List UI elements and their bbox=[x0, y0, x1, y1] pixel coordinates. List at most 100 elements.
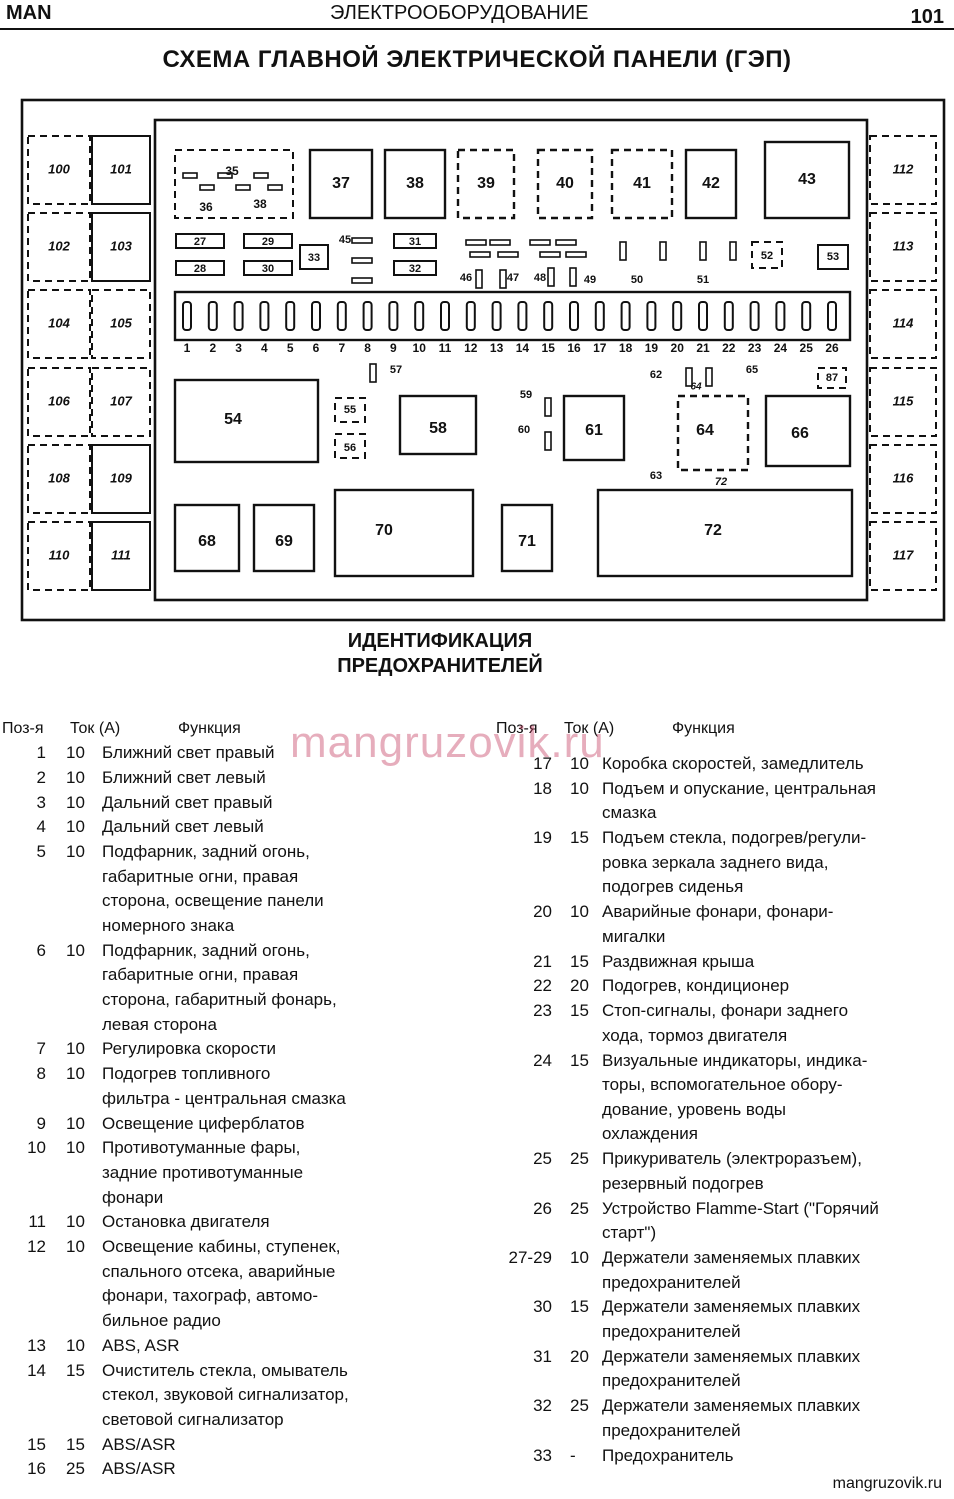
fuse-position: 27-29 bbox=[508, 1248, 552, 1267]
small-label: 65 bbox=[746, 364, 758, 376]
fuse-number: 21 bbox=[696, 341, 710, 355]
right-col-current-header: Ток (А) bbox=[564, 720, 615, 737]
fuse-position: 26 bbox=[533, 1198, 552, 1218]
fuse-number: 8 bbox=[364, 341, 371, 355]
right-col-function-header: Функция bbox=[672, 720, 735, 737]
relay-label: 37 bbox=[332, 175, 350, 192]
relay-box bbox=[500, 503, 554, 573]
fuse-number: 25 bbox=[800, 341, 814, 355]
fuse-slot bbox=[491, 301, 502, 331]
fuse-position: 18 bbox=[533, 778, 552, 798]
fuse-current: 15 bbox=[66, 1434, 85, 1454]
side-block bbox=[91, 444, 151, 514]
fuse-position: 24 bbox=[533, 1050, 552, 1070]
fuse-position: 22 bbox=[533, 976, 552, 996]
fuse-holder-label: 28 bbox=[194, 263, 206, 275]
fuse-holder-label: 27 bbox=[194, 236, 206, 248]
left-col-function-header: Функция bbox=[178, 720, 241, 737]
fuse-function: Освещение кабины, ступенек, спального от… bbox=[102, 1237, 341, 1330]
fuse-current: 10 bbox=[570, 902, 589, 922]
side-block-label: 108 bbox=[48, 470, 70, 485]
fuse-current: 10 bbox=[66, 1335, 85, 1355]
fuse-current: 10 bbox=[66, 940, 85, 960]
fuse-slot bbox=[569, 301, 579, 331]
fuse-function: Регулировка скорости bbox=[102, 1039, 276, 1059]
contact-bar bbox=[539, 251, 561, 258]
relay-box bbox=[173, 503, 241, 573]
relay-group-35-36 bbox=[174, 149, 294, 219]
small-label: 45 bbox=[339, 234, 351, 246]
side-block bbox=[91, 135, 151, 205]
fuse-slot bbox=[801, 301, 812, 331]
small-label: 62 bbox=[650, 369, 662, 381]
fuse-holder-87 bbox=[817, 367, 847, 389]
fuse-position: 30 bbox=[533, 1297, 552, 1317]
contact-bar bbox=[497, 251, 519, 258]
relay-label: 39 bbox=[477, 175, 495, 192]
relay-label: 72 bbox=[704, 522, 722, 539]
fuse-number: 13 bbox=[490, 341, 504, 355]
side-block bbox=[869, 212, 937, 282]
contact-bar bbox=[465, 239, 487, 246]
fuse-position: 20 bbox=[533, 902, 552, 922]
contact-bar bbox=[499, 269, 507, 289]
relay-box bbox=[610, 148, 674, 220]
small-label: 47 bbox=[507, 272, 519, 284]
header-brand: MAN bbox=[6, 2, 52, 24]
fuse-function: Дальний свет левый bbox=[102, 817, 264, 837]
relay-label: 40 bbox=[556, 175, 574, 192]
relay-label: 64 bbox=[696, 422, 714, 439]
fuse-position: 31 bbox=[533, 1346, 552, 1366]
fuse-function: Ближний свет правый bbox=[102, 743, 275, 762]
fuse-position: 1 bbox=[36, 743, 46, 762]
fuse-position: 17 bbox=[533, 754, 552, 773]
fuse-function: Подфарник, задний огонь, габаритные огни… bbox=[102, 842, 324, 935]
fuse-position: 33 bbox=[533, 1445, 552, 1465]
relay-box bbox=[596, 488, 854, 578]
small-label: 50 bbox=[631, 274, 643, 286]
fuse-holder-53 bbox=[817, 244, 849, 270]
relay-label: 58 bbox=[429, 420, 447, 437]
fuse-position: 19 bbox=[533, 828, 552, 848]
fuse-function: Визуальные индикаторы, индика- торы, всп… bbox=[602, 1050, 868, 1144]
fuse-function: Подъем и опускание, центральная смазка bbox=[602, 778, 876, 823]
fuse-current: 15 bbox=[570, 1001, 589, 1021]
relay-label: 69 bbox=[275, 533, 293, 550]
contact-bar bbox=[351, 277, 373, 284]
fuse-holder-label: 87 bbox=[826, 372, 838, 384]
small-label: 64 bbox=[690, 382, 702, 393]
contact-bar bbox=[351, 237, 373, 244]
fuse-function: Аварийные фонари, фонари- мигалки bbox=[602, 902, 834, 946]
fuse-slot bbox=[311, 301, 321, 331]
fuse-holder bbox=[243, 233, 293, 249]
relay-box bbox=[252, 503, 316, 573]
side-block-label: 104 bbox=[48, 315, 70, 330]
fuse-function: Подфарник, задний огонь, габаритные огни… bbox=[102, 940, 337, 1034]
fuse-holder bbox=[175, 260, 225, 276]
page-title: СХЕМА ГЛАВНОЙ ЭЛЕКТРИЧЕСКОЙ ПАНЕЛИ (ГЭП) bbox=[162, 46, 792, 73]
contact-bar bbox=[351, 257, 373, 264]
side-block-label: 114 bbox=[893, 315, 914, 330]
small-label: 46 bbox=[460, 272, 472, 284]
fuse-current: 10 bbox=[66, 1237, 85, 1257]
fuse-number: 24 bbox=[774, 341, 788, 355]
small-label: 49 bbox=[584, 274, 596, 286]
fuse-holder-label: 29 bbox=[262, 236, 274, 248]
contact-bar bbox=[235, 184, 251, 191]
fuse-slot bbox=[646, 301, 657, 331]
side-block-label: 106 bbox=[48, 393, 70, 408]
fuse-position: 25 bbox=[533, 1149, 552, 1169]
fuse-number: 12 bbox=[464, 341, 478, 355]
fuse-slot bbox=[749, 301, 760, 331]
fuse-slot bbox=[285, 301, 296, 331]
fuse-number: 17 bbox=[593, 341, 607, 355]
